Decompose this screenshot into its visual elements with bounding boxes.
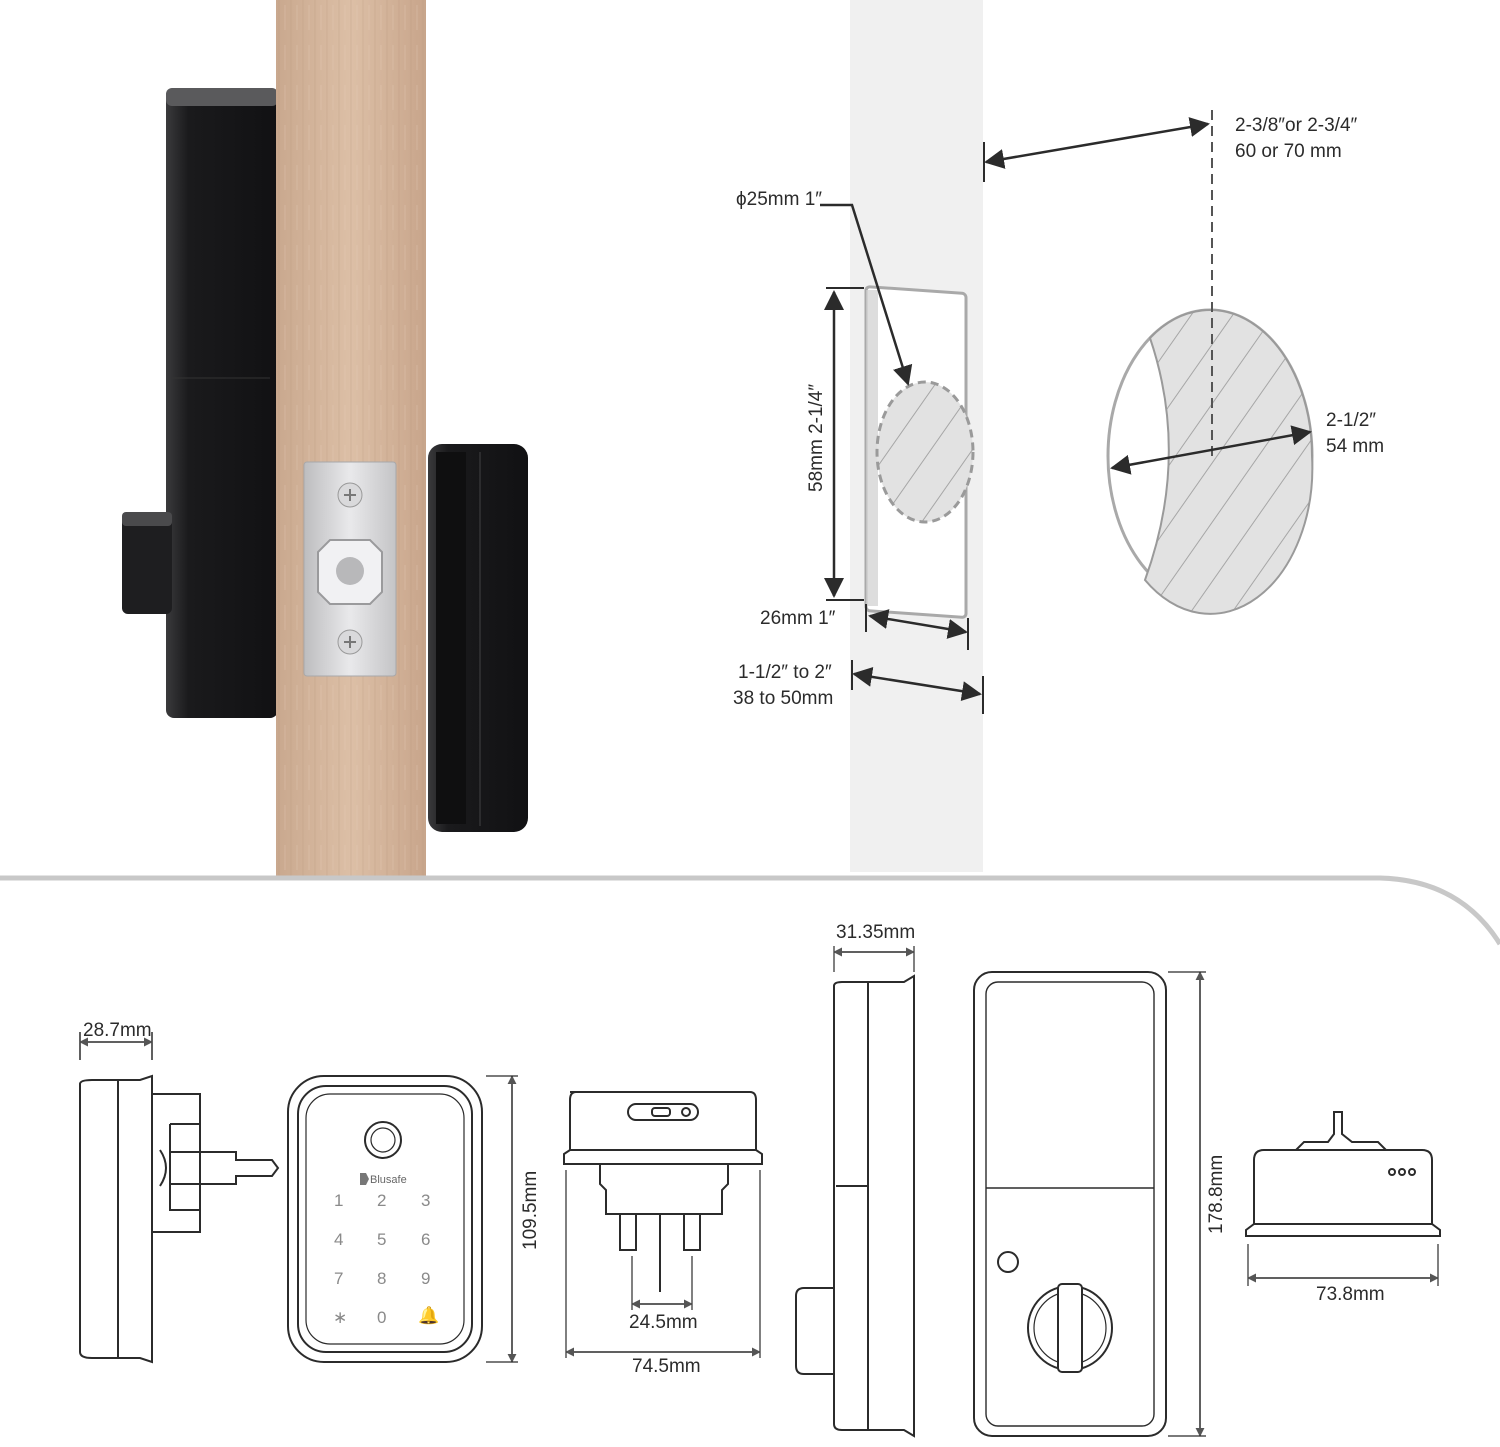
faceplate-width-label: 26mm 1″ <box>760 608 836 629</box>
thumb-turn <box>122 512 172 614</box>
spindle-spacing-label: 24.5mm <box>629 1312 698 1333</box>
backset-label-2: 60 or 70 mm <box>1235 141 1342 162</box>
key-8: 8 <box>377 1269 386 1288</box>
key-9: 9 <box>421 1269 430 1288</box>
faceplate-width-dimension <box>868 609 968 639</box>
door-lock-photo <box>122 0 528 878</box>
bolt-hole <box>875 380 975 524</box>
interior-button <box>997 1251 1019 1273</box>
product-dimensions <box>79 946 1441 1438</box>
door-thickness-label-1: 1-1/2″ to 2″ <box>738 662 832 683</box>
interior-height-label: 178.8mm <box>1206 1155 1227 1234</box>
key-star: ∗ <box>333 1308 347 1327</box>
keypad-front-view <box>287 1075 518 1363</box>
key-6: 6 <box>421 1230 430 1249</box>
interior-width-label: 73.8mm <box>1316 1284 1385 1305</box>
interior-top-view <box>1245 1111 1441 1286</box>
bolt-hole-leader <box>820 203 913 386</box>
exterior-depth-label: 28.7mm <box>83 1020 152 1041</box>
bore-hole <box>1106 110 1314 615</box>
exterior-side-view <box>79 1032 280 1364</box>
installation-diagram: 2-3/8″or 2-3/4″ 60 or 70 mm ϕ25mm 1″ 58m… <box>733 0 1384 872</box>
key-3: 3 <box>421 1191 430 1210</box>
backset-label-1: 2-3/8″or 2-3/4″ <box>1235 115 1358 136</box>
exterior-width-label: 74.5mm <box>632 1356 701 1377</box>
dimension-labels: 28.7mm 109.5mm 24.5mm 74.5mm 31.35mm 178… <box>83 922 1385 1377</box>
brand-logo-text: Blusafe <box>370 1174 407 1186</box>
key-2: 2 <box>377 1191 386 1210</box>
bolt-hole-label: ϕ25mm 1″ <box>736 189 822 210</box>
exterior-height-label: 109.5mm <box>520 1171 541 1250</box>
fingerprint-sensor <box>364 1121 402 1159</box>
key-7: 7 <box>334 1269 343 1288</box>
keypad-texts: Blusafe 1 2 3 4 5 6 7 8 9 ∗ 0 🔔 <box>333 1173 439 1327</box>
interior-side-view <box>795 946 915 1438</box>
interior-front-view <box>973 971 1206 1437</box>
door-thickness-label-2: 38 to 50mm <box>733 688 833 709</box>
key-4: 4 <box>334 1230 343 1249</box>
interior-unit-body <box>166 88 278 718</box>
bore-hole-label-1: 2-1/2″ <box>1326 410 1376 431</box>
backset-dimension-line <box>984 117 1210 169</box>
bell-icon: 🔔 <box>418 1306 439 1325</box>
bore-diameter-dimension <box>1110 425 1312 475</box>
section-divider <box>0 875 1500 946</box>
key-0: 0 <box>377 1308 386 1327</box>
interior-depth-label: 31.35mm <box>836 922 915 943</box>
door-thickness-dimension <box>852 666 982 702</box>
key-5: 5 <box>377 1230 386 1249</box>
faceplate-height-label: 58mm 2-1/4″ <box>806 384 827 492</box>
exterior-top-view <box>563 1091 763 1358</box>
bore-hole-label-2: 54 mm <box>1326 436 1384 457</box>
key-1: 1 <box>334 1191 343 1210</box>
